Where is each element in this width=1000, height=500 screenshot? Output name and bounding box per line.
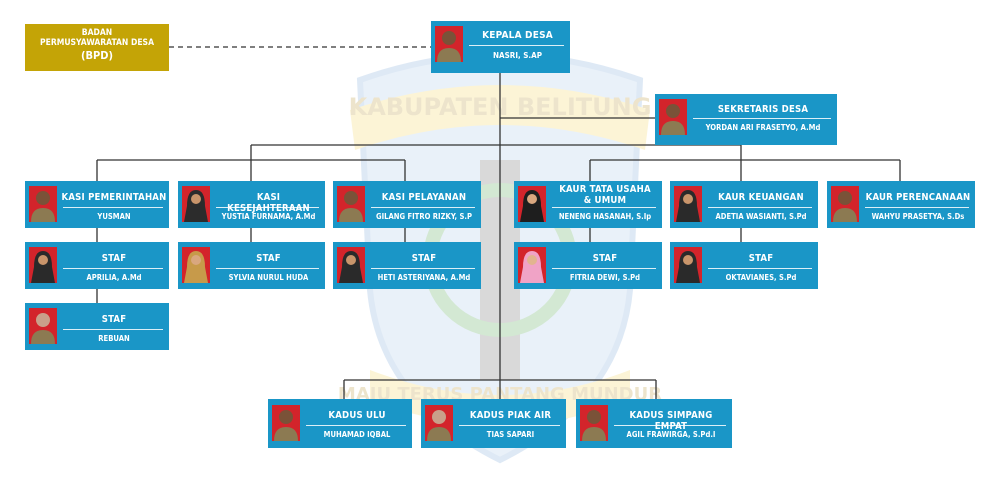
name-kasi-kesejahteraan: YUSTIA FURNAMA, A.Md [221,212,316,221]
name-staf-oktavianes: OKTAVIANES, S.Pd [725,273,797,282]
title-kadus-simpang-empat: KADUS SIMPANG EMPAT [629,410,713,432]
photo-kadus-piak-air [425,405,453,441]
card-staf-fitria: STAF FITRIA DEWI, S.Pd [514,242,662,289]
card-kadus-ulu: KADUS ULU MUHAMAD IQBAL [268,399,412,448]
name-kaur-keuangan: ADETIA WASIANTI, S.Pd [715,212,807,221]
name-sekretaris-desa: YORDAN ARI FRASETYO, A.Md [705,123,821,132]
name-staf-aprilia: APRILIA, A.Md [86,273,142,282]
name-kadus-piak-air: TIAS SAPARI [486,430,535,439]
card-staf-sylvia: STAF SYLVIA NURUL HUDA [178,242,325,289]
title-kasi-kesejahteraan: KASI KESEJAHTERAAN [227,192,310,214]
card-staf-aprilia: STAF APRILIA, A.Md [25,242,169,289]
photo-staf-oktavianes [674,247,702,283]
card-kepala-desa: KEPALA DESA NASRI, S.AP [431,21,570,73]
name-staf-sylvia: SYLVIA NURUL HUDA [228,273,309,282]
card-kaur-keuangan: KAUR KEUANGAN ADETIA WASIANTI, S.Pd [670,181,818,228]
card-staf-heti: STAF HETI ASTERIYANA, A.Md [333,242,481,289]
card-kasi-pemerintahan: KASI PEMERINTAHAN YUSMAN [25,181,169,228]
card-kadus-piak-air: KADUS PIAK AIR TIAS SAPARI [421,399,566,448]
photo-kasi-pelayanan [337,186,365,222]
photo-kasi-kesejahteraan [182,186,210,222]
card-kaur-perencanaan: KAUR PERENCANAAN WAHYU PRASETYA, S.Ds [827,181,975,228]
card-staf-rebuan: STAF REBUAN [25,303,169,350]
title-kaur-tata-usaha-line-2: & UMUM [583,195,627,206]
name-kaur-tata-usaha: NENENG HASANAH, S.Ip [558,212,652,221]
photo-staf-aprilia [29,247,57,283]
photo-kasi-pemerintahan [29,186,57,222]
name-kasi-pelayanan: GILANG FITRO RIZKY, S.P [375,212,473,221]
title-kaur-keuangan: KAUR KEUANGAN [718,192,804,203]
name-staf-heti: HETI ASTERIYANA, A.Md [377,273,471,282]
photo-kadus-ulu [272,405,300,441]
photo-kadus-simpang-empat [580,405,608,441]
title-kaur-tata-usaha-line-1: KAUR TATA USAHA [559,184,651,195]
card-kasi-pelayanan: KASI PELAYANAN GILANG FITRO RIZKY, S.P [333,181,481,228]
bpd-abbrev: (BPD) [80,49,114,62]
title-staf-rebuan: STAF [101,314,127,325]
title-staf-heti: STAF [411,253,437,264]
card-kasi-kesejahteraan: KASI KESEJAHTERAAN YUSTIA FURNAMA, A.Md [178,181,325,228]
title-kaur-tata-usaha: KAUR TATA USAHA & UMUM [550,184,660,206]
card-kadus-simpang-empat: KADUS SIMPANG EMPAT AGIL FRAWIRGA, S.Pd.… [576,399,732,448]
name-kaur-perencanaan: WAHYU PRASETYA, S.Ds [871,212,965,221]
title-staf-aprilia: STAF [101,253,127,264]
title-sekretaris-desa: SEKRETARIS DESA [717,104,809,115]
photo-staf-fitria [518,247,546,283]
card-staf-oktavianes: STAF OKTAVIANES, S.Pd [670,242,818,289]
title-staf-sylvia: STAF [256,253,281,264]
photo-kepala-desa [435,26,463,62]
name-kadus-simpang-empat: AGIL FRAWIRGA, S.Pd.I [626,430,716,439]
title-kadus-piak-air: KADUS PIAK AIR [469,410,552,421]
photo-staf-sylvia [182,247,210,283]
title-staf-fitria: STAF [592,253,618,264]
bpd-line-1: BADAN [81,28,113,38]
title-kasi-pelayanan: KASI PELAYANAN [381,192,467,203]
card-sekretaris-desa: SEKRETARIS DESA YORDAN ARI FRASETYO, A.M… [655,94,837,145]
bpd-line-2: PERMUSYAWARATAN DESA [40,38,154,48]
title-kepala-desa: KEPALA DESA [482,30,553,41]
bpd-box: BADAN PERMUSYAWARATAN DESA (BPD) [25,24,169,71]
card-kaur-tata-usaha: KAUR TATA USAHA & UMUM NENENG HASANAH, S… [514,181,662,228]
photo-sekretaris-desa [659,99,687,135]
name-kepala-desa: NASRI, S.AP [493,51,542,60]
title-kasi-pemerintahan: KASI PEMERINTAHAN [61,192,167,203]
name-staf-fitria: FITRIA DEWI, S.Pd [569,273,641,282]
photo-kaur-perencanaan [831,186,859,222]
name-staf-rebuan: REBUAN [98,334,130,343]
photo-kaur-keuangan [674,186,702,222]
photo-staf-rebuan [29,308,57,344]
photo-kaur-tata-usaha [518,186,546,222]
title-staf-oktavianes: STAF [748,253,774,264]
photo-staf-heti [337,247,365,283]
name-kadus-ulu: MUHAMAD IQBAL [323,430,391,439]
title-kadus-ulu: KADUS ULU [328,410,386,421]
title-kaur-perencanaan: KAUR PERENCANAAN [865,192,971,203]
name-kasi-pemerintahan: YUSMAN [97,212,131,221]
